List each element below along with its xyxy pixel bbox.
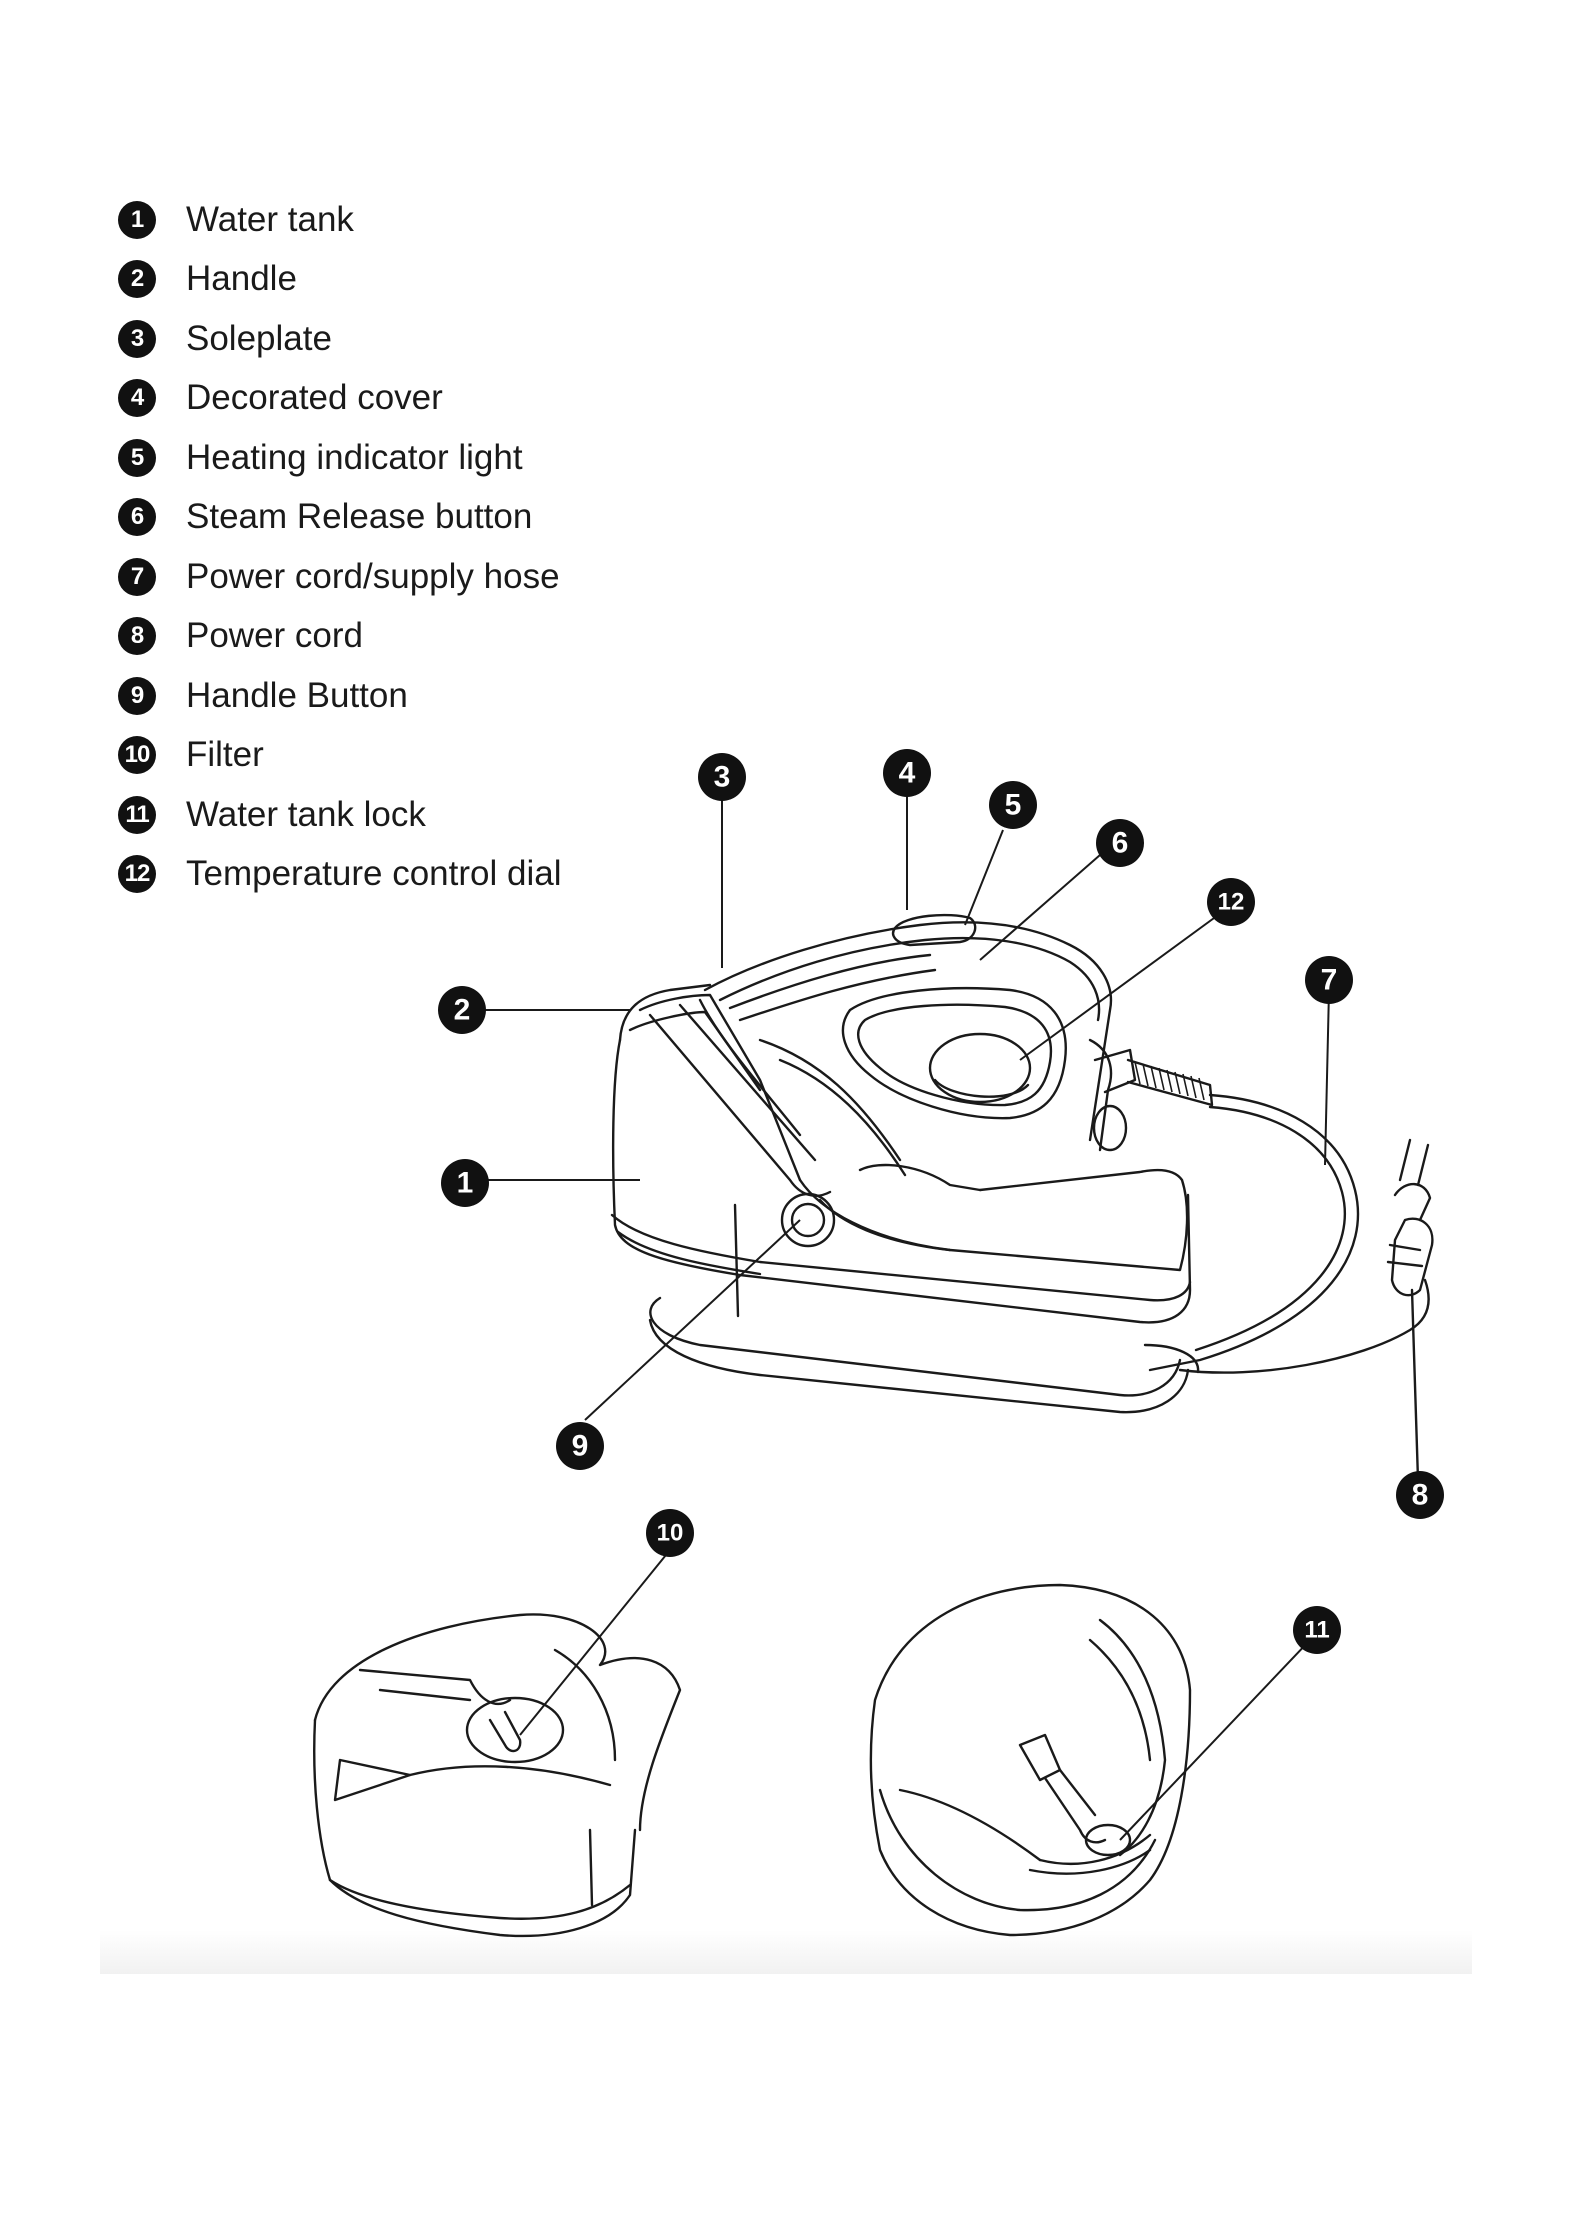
- callout-badge-10: 10: [646, 1509, 694, 1557]
- svg-text:12: 12: [1218, 889, 1245, 916]
- svg-text:11: 11: [1304, 1617, 1329, 1644]
- tank-lock-detail-illustration: [871, 1585, 1190, 1935]
- svg-text:1: 1: [457, 1167, 474, 1200]
- callout-badge-1: 1: [441, 1159, 489, 1207]
- svg-text:10: 10: [657, 1520, 684, 1547]
- svg-text:8: 8: [1412, 1479, 1429, 1512]
- callout-badge-9: 9: [556, 1422, 604, 1470]
- callout-lines: [483, 790, 1329, 1840]
- svg-text:9: 9: [572, 1430, 589, 1463]
- callout-badge-3: 3: [698, 753, 746, 801]
- svg-text:2: 2: [454, 994, 471, 1027]
- callout-badge-11: 11: [1293, 1606, 1341, 1654]
- callout-badge-6: 6: [1096, 819, 1144, 867]
- iron-illustration: [612, 915, 1432, 1480]
- callout-badge-8: 8: [1396, 1471, 1444, 1519]
- callout-badge-5: 5: [989, 781, 1037, 829]
- callout-badge-12: 12: [1207, 878, 1255, 926]
- callout-badge-4: 4: [883, 749, 931, 797]
- callout-badge-2: 2: [438, 986, 486, 1034]
- svg-text:3: 3: [714, 761, 731, 794]
- svg-text:6: 6: [1112, 827, 1129, 860]
- svg-text:4: 4: [899, 757, 916, 790]
- filter-detail-illustration: [314, 1614, 680, 1935]
- callout-badge-7: 7: [1305, 956, 1353, 1004]
- svg-text:7: 7: [1321, 964, 1338, 997]
- svg-text:5: 5: [1005, 789, 1022, 822]
